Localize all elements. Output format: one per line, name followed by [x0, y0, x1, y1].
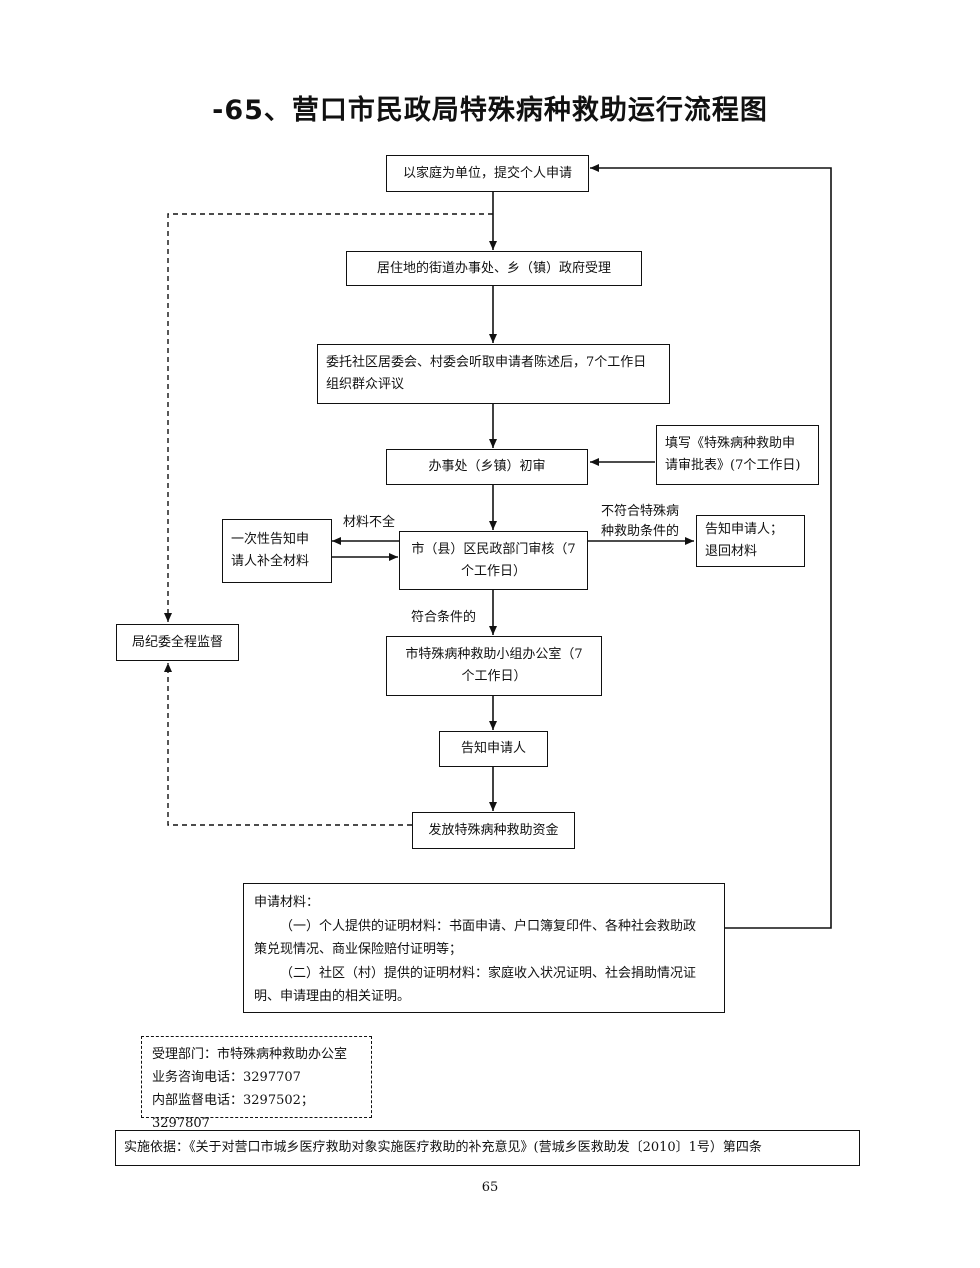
arrow-materials-apply	[590, 164, 832, 929]
label-incomplete: 材料不全	[343, 515, 396, 530]
step-apply: 以家庭为单位，提交个人申请	[386, 155, 589, 192]
step-review-line2: 组织群众评议	[326, 377, 405, 392]
materials-item1-line2: 策兑现情况、商业保险赔付证明等；	[254, 942, 463, 957]
label-noncomply-line2: 种救助条件的	[601, 524, 680, 539]
step-notify: 告知申请人	[439, 731, 548, 767]
step-city-line2: 个工作日）	[460, 563, 526, 579]
materials-heading: 申请材料：	[254, 895, 320, 910]
page-number: 65	[481, 1180, 499, 1195]
label-noncomply: 不符合特殊病 种救助条件的	[601, 502, 679, 542]
step-city-review: 市（县）区民政部门审核（7 个工作日）	[399, 531, 588, 590]
basis-text: 实施依据：《关于对营口市城乡医疗救助对象实施医疗救助的补充意见》(营城乡医救助发…	[124, 1140, 762, 1155]
contact-supervise-phone: 内部监督电话：3297502；3297807	[152, 1093, 314, 1131]
label-comply: 符合条件的	[411, 610, 477, 625]
contact-dept: 受理部门：市特殊病种救助办公室	[152, 1047, 348, 1062]
step-apply-text: 以家庭为单位，提交个人申请	[402, 165, 572, 181]
step-accept-text: 居住地的街道办事处、乡（镇）政府受理	[376, 260, 611, 276]
dashed-issue-supervise	[164, 663, 412, 826]
step-office: 市特殊病种救助小组办公室（7 个工作日）	[386, 636, 602, 696]
step-office-line1: 市特殊病种救助小组办公室（7	[405, 647, 583, 662]
step-notify-text: 告知申请人	[460, 741, 526, 756]
materials-item2-line1: （二）社区（村）提供的证明材料：家庭收入状况证明、社会捐助情况证	[280, 965, 697, 981]
step-reject: 告知申请人； 退回材料	[696, 515, 805, 567]
dashed-apply-supervise	[164, 213, 493, 622]
step-supplement-line1: 一次性告知申	[231, 532, 310, 547]
step-reject-line2: 退回材料	[705, 544, 758, 559]
step-review: 委托社区居委会、村委会听取申请者陈述后，7个工作日 组织群众评议	[317, 344, 670, 404]
step-supplement: 一次性告知申 请人补全材料	[222, 519, 332, 583]
step-accept: 居住地的街道办事处、乡（镇）政府受理	[346, 251, 642, 286]
step-office-line2: 个工作日）	[461, 669, 527, 684]
contact-consult-phone: 业务咨询电话：3297707	[152, 1070, 301, 1085]
step-supplement-line2: 请人补全材料	[231, 554, 310, 569]
contact-info: 受理部门：市特殊病种救助办公室 业务咨询电话：3297707 内部监督电话：32…	[141, 1036, 372, 1131]
step-initial-review: 办事处（乡镇）初审	[386, 449, 588, 485]
materials-item1-line1: （一）个人提供的证明材料：书面申请、户口簿复印件、各种社会救助政	[280, 918, 697, 934]
step-fill-form-line1: 填写《特殊病种救助申	[665, 436, 796, 451]
step-reject-line1: 告知申请人；	[705, 522, 784, 537]
materials-item2-line2: 明、申请理由的相关证明。	[254, 989, 411, 1004]
implementation-basis: 实施依据：《关于对营口市城乡医疗救助对象实施医疗救助的补充意见》(营城乡医救助发…	[115, 1130, 860, 1166]
step-initial-text: 办事处（乡镇）初审	[428, 459, 546, 474]
step-city-line1: 市（县）区民政部门审核（7	[411, 541, 576, 557]
label-noncomply-line1: 不符合特殊病	[601, 504, 680, 519]
step-fill-form-line2: 请审批表》(7个工作日)	[665, 458, 801, 473]
application-materials: 申请材料： （一）个人提供的证明材料：书面申请、户口簿复印件、各种社会救助政 策…	[243, 883, 725, 1013]
step-issue-funds: 发放特殊病种救助资金	[412, 812, 575, 849]
step-supervise: 局纪委全程监督	[116, 624, 239, 661]
page-title: -65、营口市民政局特殊病种救助运行流程图	[212, 95, 768, 126]
step-supervise-text: 局纪委全程监督	[131, 634, 223, 650]
step-review-line1: 委托社区居委会、村委会听取申请者陈述后，7个工作日	[326, 355, 647, 370]
step-issue-text: 发放特殊病种救助资金	[428, 822, 559, 838]
step-fill-form: 填写《特殊病种救助申 请审批表》(7个工作日)	[656, 425, 819, 485]
